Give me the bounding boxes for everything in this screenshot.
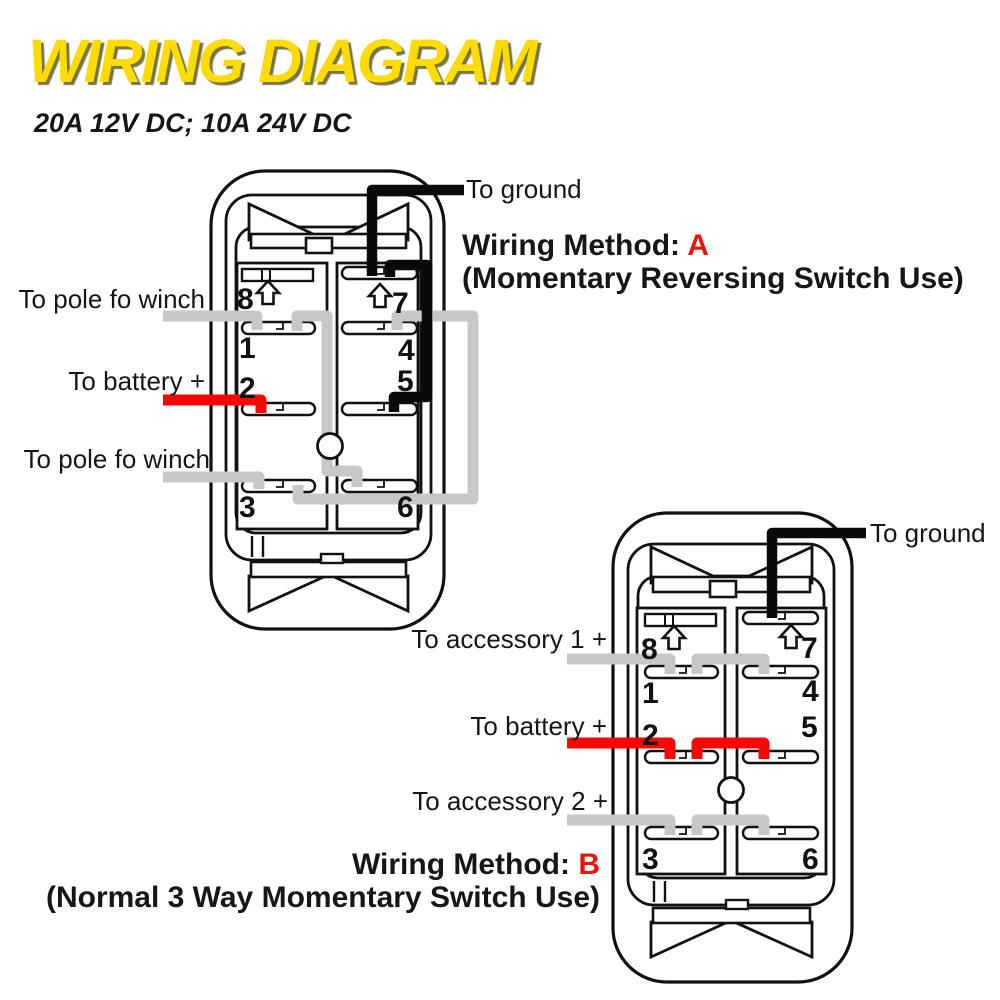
method-a-heading: Wiring Method: A (Momentary Reversing Sw… [462,229,964,295]
rocker-hub-a [304,236,334,255]
wire-b-jumper-2-5 [691,737,770,759]
pin-b-5: 5 [801,711,818,744]
label-b-acc1: To accessory 1 + [411,624,607,654]
wire-a-jumper-4-3 [292,310,479,505]
switch-b-body [611,511,854,984]
method-a-prefix: Wiring Method: [462,229,688,262]
rocker-notch-b [724,898,750,911]
rocker-bar-bottom-a [249,560,408,579]
pin-a-4: 4 [398,334,415,367]
rocker-notch-a [319,552,345,565]
indicator-bar-a [240,267,315,283]
terminal-slot-5b [741,749,820,765]
pin-a-2: 2 [239,372,256,405]
wire-a-battery-to-pin2 [163,394,267,413]
pin-b-1: 1 [642,677,659,710]
pivot-circle-a [316,432,344,460]
wire-b-acc1-to-pin1 [567,653,676,674]
wire-a-jumper-7-5 [384,259,433,412]
method-a-title: Wiring Method: A [462,229,964,262]
pin-a-6: 6 [397,491,414,524]
pin-b-6: 6 [802,843,819,876]
page-title: WIRING DIAGRAM [28,27,537,95]
switch-b-wires [567,527,866,835]
terminal-slot-2b [643,749,720,765]
pin-b-3: 3 [642,843,659,876]
rocker-bar-bottom-b [651,906,812,925]
wire-a-jumper-1-6 [291,310,363,487]
pin-b-4: 4 [802,675,819,708]
pin-a-8: 8 [237,283,254,316]
wire-a-pole-top-to-pin1 [163,310,263,330]
rocker-hub-b [708,579,738,599]
terminal-slot-4a [340,320,419,336]
wire-b-jumper-3-6 [691,814,770,835]
label-b-ground: To ground [870,518,986,548]
method-a-letter: A [687,229,709,262]
pin-b-2: 2 [642,719,659,752]
pin-a-1: 1 [239,332,256,365]
method-b-letter: B [578,848,600,881]
pin-a-5: 5 [397,365,414,398]
method-b-subtitle: (Normal 3 Way Momentary Switch Use) [45,881,600,914]
pivot-circle-b [717,776,745,804]
pin-b-8: 8 [641,633,658,666]
label-b-acc2: To accessory 2 + [412,786,608,816]
method-b-prefix: Wiring Method: [351,848,579,881]
switch-a-wires [163,184,479,505]
wire-b-jumper-1-4 [691,653,770,674]
wire-a-pole-bottom-to-pin3 [163,471,265,489]
wire-b-ground-to-pin7 [766,527,866,618]
wire-b-acc2-to-pin3 [567,814,676,835]
terminal-slot-3b [643,825,720,841]
label-a-pole-top: To pole fo winch [18,284,205,314]
terminal-slot-7b [741,610,820,626]
method-b-heading: Wiring Method: B (Normal 3 Way Momentary… [18,848,600,914]
terminal-slot-6b [741,825,820,841]
label-a-pole-bottom: To pole fo winch [23,444,210,474]
label-b-battery: To battery + [470,711,607,741]
wire-b-battery-to-pin2 [567,737,676,759]
pin-b-7: 7 [801,632,818,665]
indicator-bar-b [643,612,718,628]
method-a-subtitle: (Momentary Reversing Switch Use) [462,262,964,295]
page-subtitle: 20A 12V DC; 10A 24V DC [34,108,352,138]
pin-a-3: 3 [239,491,256,524]
terminal-slot-5a [340,401,419,417]
pin-a-7: 7 [392,287,409,320]
label-a-ground: To ground [466,174,582,204]
label-a-battery: To battery + [68,366,205,396]
wire-a-ground-to-pin7 [366,184,464,276]
method-b-title: Wiring Method: B [18,848,600,881]
